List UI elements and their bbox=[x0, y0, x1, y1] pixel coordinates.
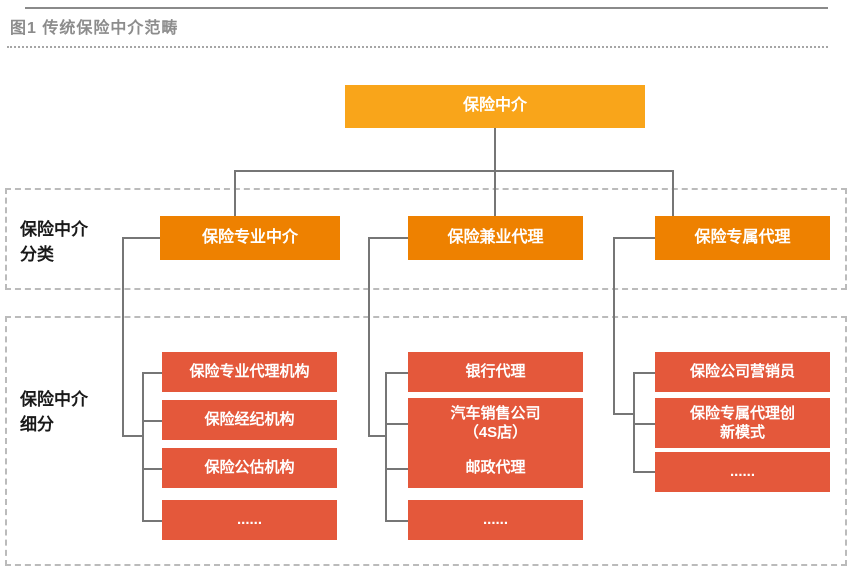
connector-line bbox=[633, 471, 655, 473]
node-bank-agency: 银行代理 bbox=[408, 352, 583, 392]
figure-title: 图1 传统保险中介范畴 bbox=[10, 20, 179, 37]
node-exclusive-innovation-model: 保险专属代理创 新模式 bbox=[655, 398, 830, 448]
node-branch1-more: ...... bbox=[162, 500, 337, 540]
connector-line bbox=[633, 372, 655, 374]
connector-line bbox=[142, 420, 162, 422]
connector-line bbox=[672, 170, 674, 216]
classification-region-frame bbox=[5, 188, 847, 290]
node-exclusive-agency: 保险专属代理 bbox=[655, 216, 830, 260]
connector-line bbox=[613, 237, 655, 239]
connector-line bbox=[494, 128, 496, 171]
connector-line bbox=[633, 423, 655, 425]
connector-line bbox=[122, 237, 124, 437]
connector-line bbox=[234, 170, 674, 172]
node-professional-intermediary: 保险专业中介 bbox=[160, 216, 340, 260]
node-postal-agency: 邮政代理 bbox=[408, 448, 583, 488]
node-insurance-intermediary: 保险中介 bbox=[345, 85, 645, 128]
node-branch3-more: ...... bbox=[655, 452, 830, 492]
connector-line bbox=[385, 468, 408, 470]
connector-line bbox=[234, 170, 236, 216]
connector-line bbox=[385, 372, 387, 522]
node-sideline-agency: 保险兼业代理 bbox=[408, 216, 583, 260]
node-car-dealer-4s: 汽车销售公司 （4S店） bbox=[408, 398, 583, 448]
connector-line bbox=[122, 435, 144, 437]
connector-line bbox=[142, 372, 162, 374]
connector-line bbox=[142, 520, 162, 522]
connector-line bbox=[142, 468, 162, 470]
connector-line bbox=[142, 372, 144, 522]
connector-line bbox=[385, 520, 408, 522]
connector-line bbox=[368, 237, 408, 239]
subdivision-region-label: 保险中介 细分 bbox=[20, 390, 88, 434]
connector-line bbox=[385, 423, 408, 425]
connector-line bbox=[613, 237, 615, 415]
node-professional-agency-org: 保险专业代理机构 bbox=[162, 352, 337, 392]
subdivision-region-frame bbox=[5, 316, 847, 566]
connector-line bbox=[494, 170, 496, 216]
connector-line bbox=[613, 413, 635, 415]
node-brokerage-org: 保险经纪机构 bbox=[162, 400, 337, 440]
node-branch2-more: ...... bbox=[408, 500, 583, 540]
connector-line bbox=[368, 435, 387, 437]
node-adjustment-org: 保险公估机构 bbox=[162, 448, 337, 488]
title-dotted-separator bbox=[7, 46, 828, 48]
classification-region-label: 保险中介 分类 bbox=[20, 220, 88, 264]
connector-line bbox=[633, 372, 635, 473]
header-rule bbox=[25, 7, 828, 9]
node-company-salesperson: 保险公司营销员 bbox=[655, 352, 830, 392]
connector-line bbox=[122, 237, 160, 239]
connector-line bbox=[368, 237, 370, 437]
connector-line bbox=[385, 372, 408, 374]
